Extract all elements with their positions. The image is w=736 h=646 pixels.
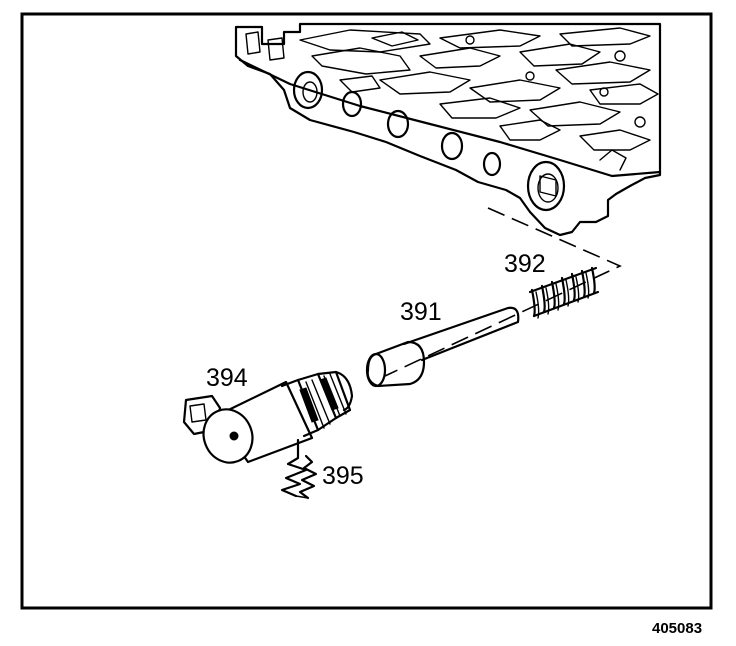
alignment-line — [384, 207, 622, 377]
figure-number: 405083 — [652, 620, 702, 637]
solenoid — [182, 370, 354, 464]
callout-391: 391 — [400, 298, 442, 326]
callout-394: 394 — [206, 364, 248, 392]
valve-body — [234, 22, 662, 237]
valve — [365, 306, 520, 388]
retainer-clip — [280, 438, 318, 500]
spring — [528, 266, 600, 319]
callout-395: 395 — [322, 462, 364, 490]
callout-392: 392 — [504, 250, 546, 278]
figure-frame — [20, 12, 713, 610]
